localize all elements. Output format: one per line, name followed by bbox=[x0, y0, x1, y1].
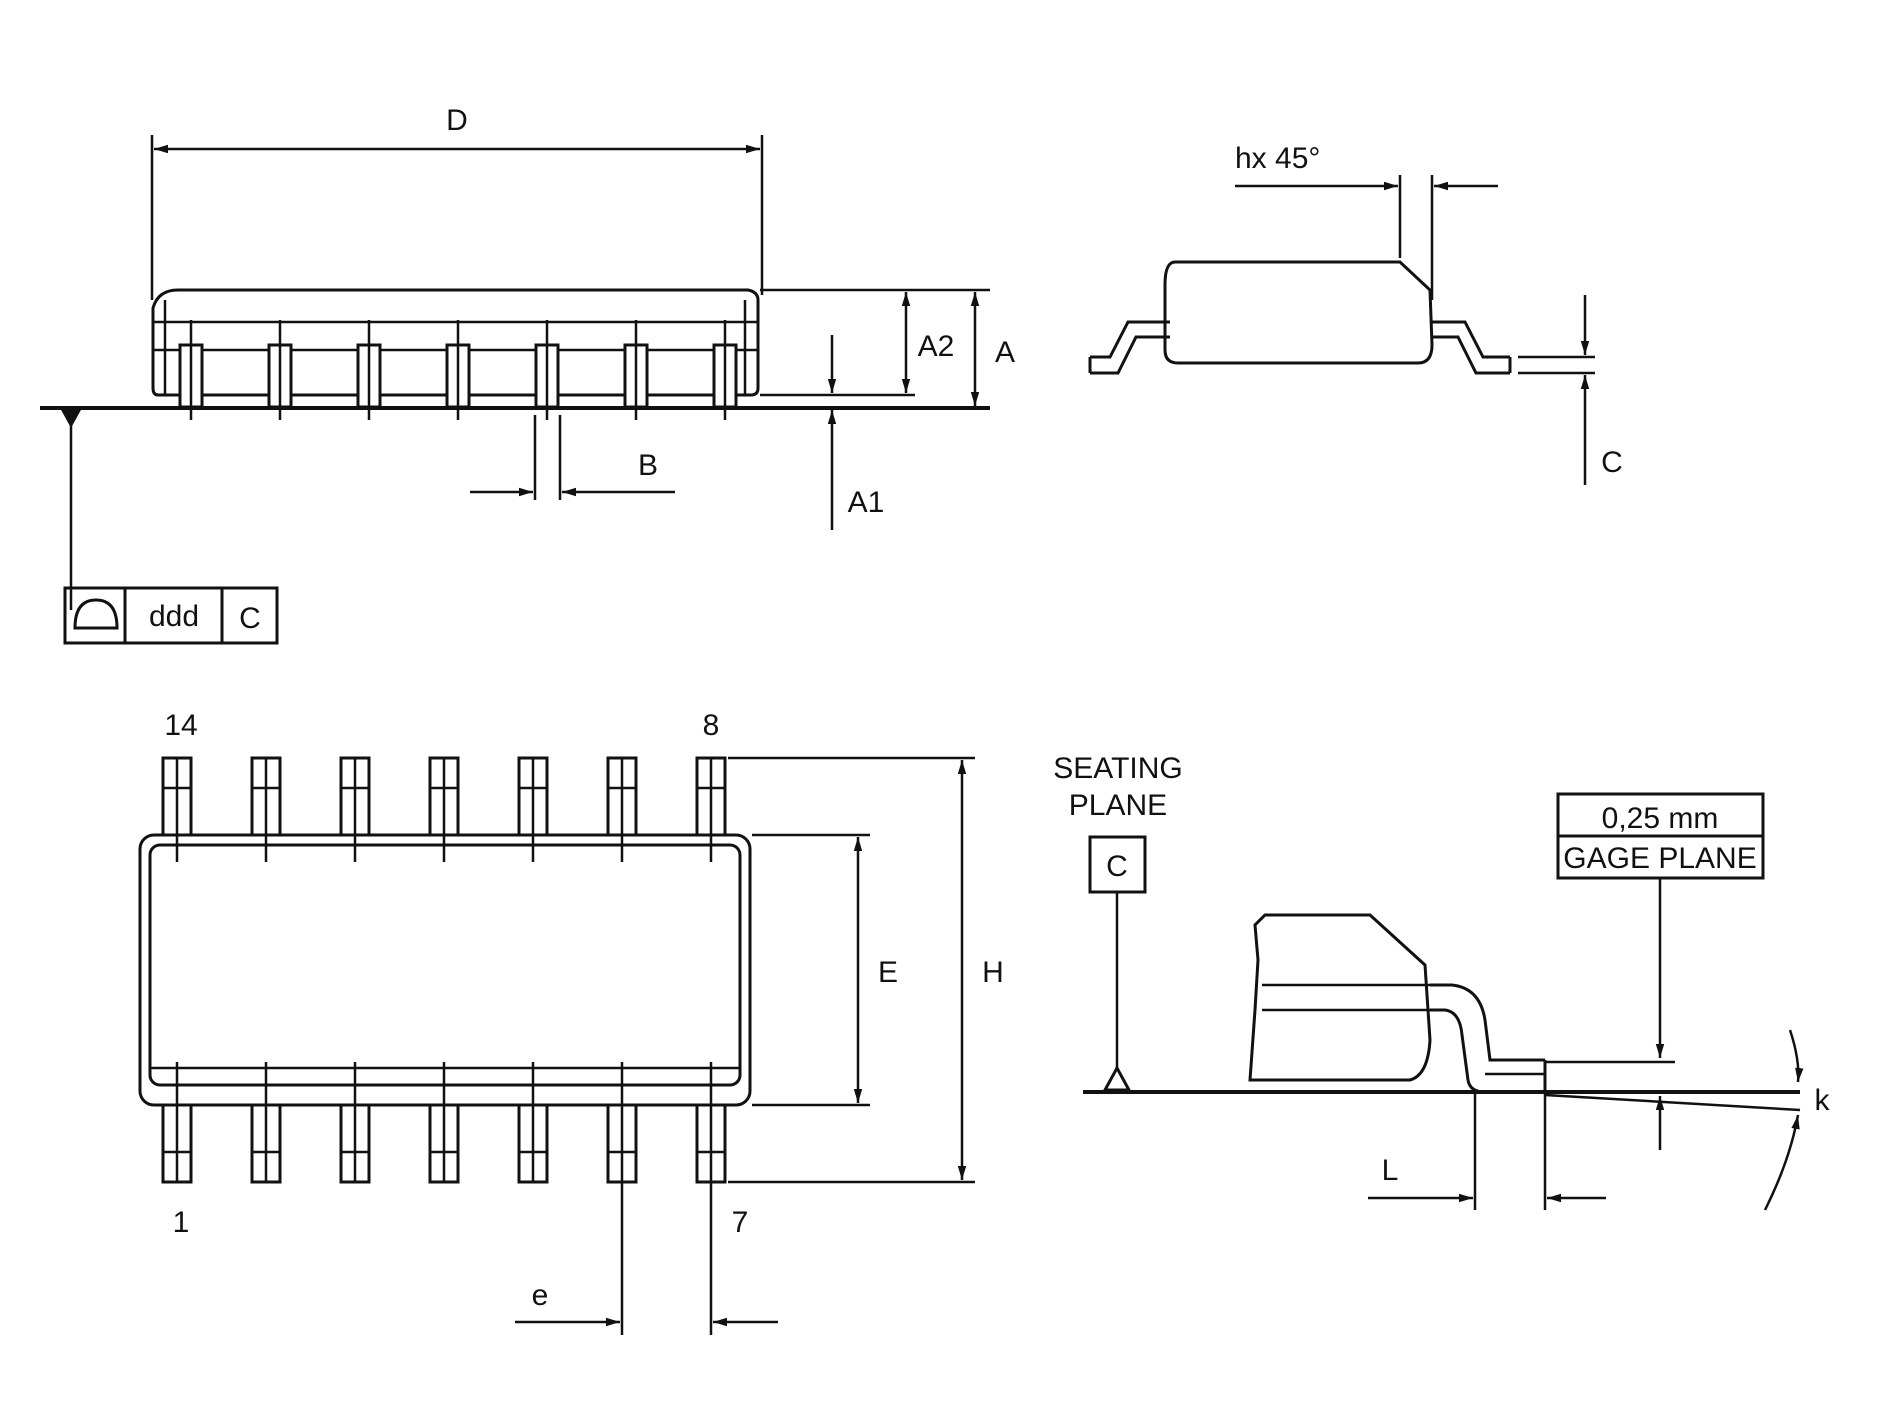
tolerance-datum: C bbox=[239, 602, 261, 635]
label-B: B bbox=[638, 449, 658, 482]
end-body bbox=[1163, 260, 1434, 365]
label-D: D bbox=[446, 104, 468, 137]
detail-view: SEATING PLANE C 0,25 mm GAGE PLANE k bbox=[1053, 752, 1831, 1211]
seating-plane-label-1: SEATING bbox=[1053, 752, 1182, 785]
label-H: H bbox=[982, 956, 1004, 989]
gage-label: GAGE PLANE bbox=[1563, 842, 1756, 875]
profile-of-surface-icon bbox=[73, 598, 119, 630]
side-leads bbox=[178, 320, 738, 420]
label-C: C bbox=[1601, 446, 1623, 479]
seating-datum: C bbox=[1106, 850, 1128, 883]
pin-8-label: 8 bbox=[703, 709, 720, 742]
gage-value: 0,25 mm bbox=[1602, 802, 1719, 835]
label-A1: A1 bbox=[848, 486, 885, 519]
label-e: e bbox=[532, 1279, 549, 1312]
top-upper-leads bbox=[161, 756, 727, 862]
label-E: E bbox=[878, 956, 898, 989]
label-chamfer: hx 45° bbox=[1235, 142, 1320, 175]
top-lower-leads bbox=[161, 1062, 727, 1200]
label-L: L bbox=[1382, 1154, 1399, 1187]
tolerance-frame: ddd C bbox=[63, 586, 279, 645]
pin-7-label: 7 bbox=[732, 1206, 749, 1239]
detail-body bbox=[1248, 913, 1432, 1082]
side-view: D A A2 A1 bbox=[40, 104, 1015, 610]
label-A2: A2 bbox=[918, 330, 955, 363]
end-view: hx 45° C bbox=[1088, 142, 1623, 485]
pin-1-label: 1 bbox=[173, 1206, 190, 1239]
label-A: A bbox=[995, 336, 1015, 369]
tolerance-value: ddd bbox=[149, 600, 199, 633]
pin-14-label: 14 bbox=[164, 709, 197, 742]
top-view: 14 8 1 7 E H e bbox=[138, 709, 1004, 1335]
seating-plane-label-2: PLANE bbox=[1069, 789, 1167, 822]
label-k: k bbox=[1815, 1084, 1831, 1117]
side-body bbox=[151, 288, 760, 397]
